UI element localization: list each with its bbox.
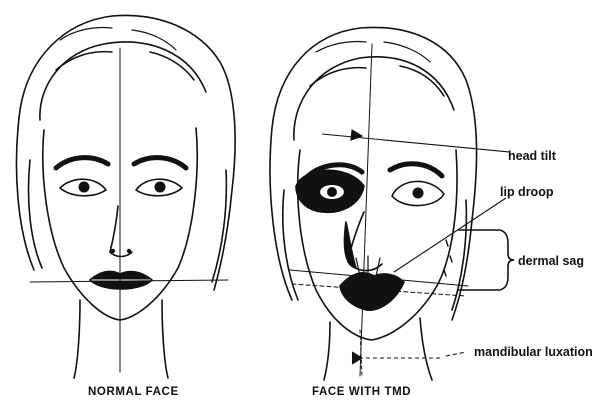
tmd-face-right-eyebrow: [390, 164, 442, 176]
normal-face-drawing: [16, 15, 235, 378]
tmd-face-lips: [340, 273, 404, 310]
normal-face-hair: [16, 15, 235, 290]
head-tilt-arrow-icon: [351, 130, 362, 140]
lip-droop-label: lip droop: [500, 185, 554, 199]
dermal-sag-label: dermal sag: [518, 254, 584, 268]
mandibular-luxation-leader: [366, 352, 466, 358]
head-tilt-label: head tilt: [508, 149, 557, 163]
tmd-face-drawing: [270, 27, 477, 380]
normal-face-left-eyebrow: [56, 158, 108, 168]
normal-face-caption: NORMAL FACE: [88, 386, 179, 398]
tmd-face-tilted-midline: [360, 44, 372, 376]
mandibular-luxation-label: mandibular luxation: [474, 345, 593, 359]
normal-face-right-eyebrow: [134, 158, 186, 168]
lip-droop-leader: [394, 198, 506, 272]
tmd-face-caption: FACE WITH TMD: [312, 386, 411, 398]
head-tilt-leader: [322, 134, 510, 152]
